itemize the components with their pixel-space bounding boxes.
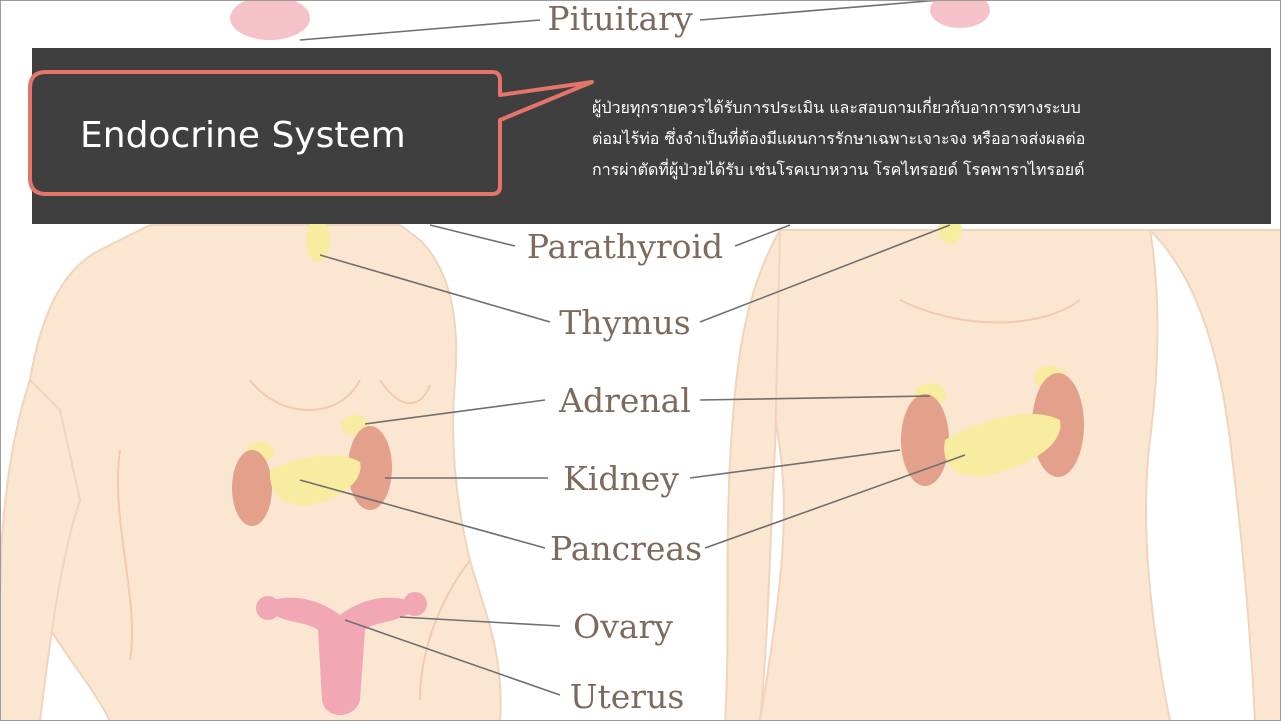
slide-title: Endocrine System xyxy=(80,112,500,160)
description-line-2: ต่อมไร้ท่อ ซึ่งจำเป็นที่ต้องมีแผนการรักษ… xyxy=(592,123,1232,154)
description-line-1: ผู้ป่วยทุกรายควรได้รับการประเมิน และสอบถ… xyxy=(592,92,1232,123)
description-line-3: การผ่าตัดที่ผู้ป่วยได้รับ เช่นโรคเบาหวาน… xyxy=(592,154,1232,185)
slide-description: ผู้ป่วยทุกรายควรได้รับการประเมิน และสอบถ… xyxy=(592,92,1232,185)
